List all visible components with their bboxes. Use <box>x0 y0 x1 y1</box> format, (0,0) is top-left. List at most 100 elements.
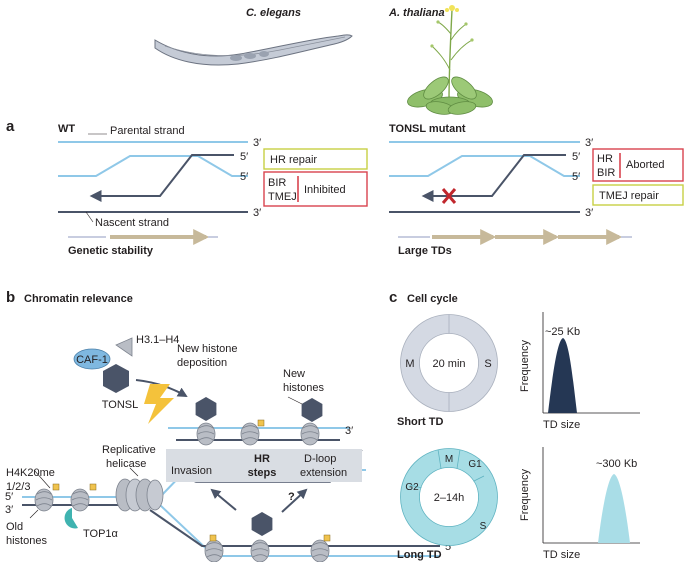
new-histone-deposition-1: New histone <box>177 343 238 355</box>
hr-steps-label-1: HR <box>254 453 270 465</box>
top1a-label: TOP1α <box>83 528 119 540</box>
wt-extension-arrow <box>89 154 234 202</box>
long-g2-label: G2 <box>405 482 419 493</box>
panel-b-letter: b <box>6 289 15 306</box>
mutant-bir-label: BIR <box>597 167 615 179</box>
c-elegans-worm-illustration <box>154 34 353 66</box>
short-td-peak <box>548 338 577 413</box>
new-histones-1: New <box>283 368 305 380</box>
h3h4-icon <box>115 337 133 357</box>
species-left-label: C. elegans <box>246 7 301 19</box>
parental-strand-label: Parental strand <box>110 125 185 137</box>
top1a-icon <box>64 508 78 529</box>
short-td-label: Short TD <box>397 416 443 428</box>
new-histone-hexagon <box>301 398 323 422</box>
caf1-label: CAF-1 <box>76 354 108 366</box>
old-nucleosome-2 <box>70 488 90 512</box>
old-nucleosome-1 <box>34 488 54 512</box>
long-td-histogram <box>542 447 640 544</box>
panel-c-title: Cell cycle <box>407 293 458 305</box>
b-three-prime-upper: 3′ <box>345 425 353 437</box>
b-five-prime-lower: 5′ <box>445 541 453 553</box>
dloop-arrow <box>281 488 308 513</box>
methyl-mark <box>52 483 60 491</box>
new-histones-2: histones <box>283 382 324 394</box>
old-histones-label-1: Old <box>6 521 23 533</box>
short-cycle-center: 20 min <box>432 358 465 370</box>
new-histone-deposition-2: deposition <box>177 357 227 369</box>
lower-histone-hexagon <box>251 512 273 536</box>
long-cell-cycle-ring <box>400 448 498 546</box>
mutant-five-prime-low: 5′ <box>572 171 580 183</box>
caf1-icon <box>73 348 111 370</box>
short-cell-cycle-ring <box>400 314 498 412</box>
short-m-label: M <box>405 358 414 370</box>
long-ylabel: Frequency <box>519 469 531 521</box>
mutant-three-prime-bottom: 3′ <box>585 207 593 219</box>
long-m-label: M <box>445 454 453 465</box>
wt-title: WT <box>58 123 75 135</box>
b-five-prime-left: 5′ <box>5 491 13 503</box>
lower-nucleosome-1 <box>204 539 224 562</box>
hr-repair-label: HR repair <box>270 154 317 166</box>
long-s-label: S <box>480 521 487 532</box>
long-cycle-center: 2–14h <box>434 492 465 504</box>
mutant-hr-label: HR <box>597 153 613 165</box>
aborted-label: Aborted <box>626 159 665 171</box>
panel-b-title: Chromatin relevance <box>24 293 133 305</box>
long-peak-label: ~300 Kb <box>596 458 637 470</box>
wt-five-prime-low: 5′ <box>240 171 248 183</box>
wt-diagram: WT Parental strand 3′ 5′ 5′ 3′ Nascent s… <box>58 123 368 257</box>
b-three-prime-left: 3′ <box>5 504 13 516</box>
species-right-label: A. thaliana <box>388 7 445 19</box>
wt-three-prime-top: 3′ <box>253 137 261 149</box>
hr-repair-box <box>263 148 368 170</box>
old-histones-label-2: histones <box>6 535 47 547</box>
panel-a-letter: a <box>6 118 15 135</box>
lower-nucleosome-3 <box>310 539 330 562</box>
chromatin-diagram: 5′ 5′ 3′ 3′ TOP1α <box>5 334 453 562</box>
mutant-title: TONSL mutant <box>389 123 466 135</box>
wt-five-prime-mid: 5′ <box>240 151 248 163</box>
panel-c-letter: c <box>389 289 397 306</box>
a-thaliana-plant-illustration <box>407 5 493 115</box>
long-xlabel: TD size <box>543 549 580 561</box>
dloop-label-2: extension <box>300 467 347 479</box>
wt-invading-strand <box>58 155 248 177</box>
large-tds-label: Large TDs <box>398 245 452 257</box>
helicase-label-1: Replicative <box>102 444 156 456</box>
new-nucleosome-3 <box>300 422 320 446</box>
short-s-label: S <box>484 358 491 370</box>
h4k20me-label-2: 1/2/3 <box>6 481 30 493</box>
question-mark: ? <box>288 491 295 503</box>
nascent-strand-label: Nascent strand <box>95 217 169 229</box>
tmej-label: TMEJ <box>268 191 297 203</box>
wt-three-prime-bottom: 3′ <box>253 207 261 219</box>
aborted-box <box>592 148 684 182</box>
new-nucleosome-1 <box>196 422 216 446</box>
tonsl-mutant-diagram: TONSL mutant 3′ 5′ 5′ 3′ HR BIR Aborted … <box>389 123 684 257</box>
helicase-label-2: helicase <box>106 458 146 470</box>
inhibited-label: Inhibited <box>304 184 346 196</box>
red-x-block-icon <box>441 188 457 204</box>
h4k20me-label-1: H4K20me <box>6 467 55 479</box>
genetic-stability-label: Genetic stability <box>68 245 154 257</box>
lower-nucleosome-2 <box>250 539 270 562</box>
short-ylabel: Frequency <box>519 340 531 392</box>
inhibited-box <box>263 171 368 207</box>
lightning-icon <box>144 384 174 424</box>
methyl-mark <box>89 483 97 491</box>
tmej-repair-box <box>592 184 684 206</box>
replicative-helicase-icon <box>115 478 164 512</box>
hr-steps-box <box>166 449 362 482</box>
new-nucleosome-2 <box>240 422 260 446</box>
invasion-label: Invasion <box>171 465 212 477</box>
tonsl-label: TONSL <box>102 399 138 411</box>
dloop-label-1: D-loop <box>304 453 336 465</box>
short-peak-label: ~25 Kb <box>545 326 580 338</box>
long-g1-label: G1 <box>468 459 482 470</box>
tmej-repair-label: TMEJ repair <box>599 190 659 202</box>
long-td-label: Long TD <box>397 549 442 561</box>
tonsl-icon <box>103 364 129 393</box>
